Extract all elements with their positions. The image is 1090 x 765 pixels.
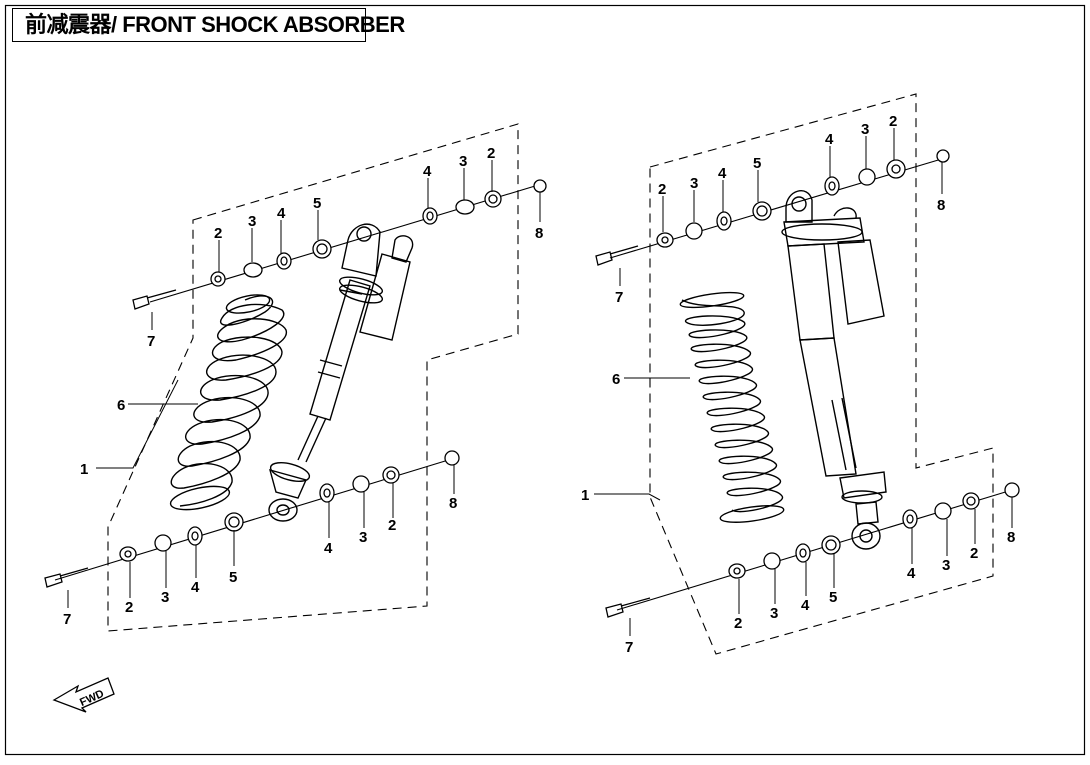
right-bottom-hardware	[605, 482, 1020, 618]
right-top-hardware	[595, 149, 950, 266]
left-top-washer-3b	[455, 199, 475, 215]
callout-right-top-r-cap: 2	[889, 113, 897, 130]
callout-left-spring: 6	[117, 397, 125, 414]
page-title: 前减震器/ FRONT SHOCK ABSORBER	[12, 8, 405, 42]
callout-left-top-nut: 8	[535, 225, 543, 242]
left-spring	[169, 294, 287, 511]
right-leaders	[594, 128, 1013, 636]
callout-left-top-washer-c: 4	[277, 205, 286, 222]
callout-left-bot-bolt: 7	[63, 611, 71, 628]
right-bottom-axis	[616, 489, 1013, 611]
right-damper	[781, 190, 887, 550]
callout-right-spring: 6	[612, 371, 620, 388]
left-top-washer-3	[243, 262, 263, 278]
left-top-hardware	[132, 179, 547, 310]
callout-right-top-washer-a: 2	[658, 181, 666, 198]
left-top-washer-2	[210, 271, 226, 287]
callout-right-bot-bushing: 5	[829, 589, 837, 606]
callout-left-top-r-washer: 3	[459, 153, 467, 170]
callout-left-top-washer-a: 2	[214, 225, 222, 242]
left-top-bolt-7	[132, 289, 177, 310]
callout-right-bot-washer-b: 3	[770, 605, 778, 622]
callout-left-bot-washer-a: 2	[125, 599, 133, 616]
left-bot-bolt-7	[44, 567, 89, 588]
callout-left-top-r-bushing: 4	[423, 163, 432, 180]
left-top-washer-4b	[422, 207, 438, 225]
callout-left-bot-r-cap: 2	[388, 517, 396, 534]
left-top-nut-8	[533, 179, 547, 193]
fwd-arrow-icon: FWD	[52, 677, 115, 713]
callout-left-bot-washer-c: 4	[191, 579, 200, 596]
right-callouts: 1 6 7 2 3 4 5 4 3 2 8 7 2 3 4 5 4 3 2 8	[581, 113, 1015, 656]
callout-left-bot-washer-b: 3	[161, 589, 169, 606]
left-bottom-hardware	[44, 450, 460, 588]
callout-left-top-washer-b: 3	[248, 213, 256, 230]
callout-right-bot-washer-a: 2	[734, 615, 742, 632]
outer-frame	[4, 4, 1086, 756]
callout-left-bot-r-washer-c: 4	[324, 540, 333, 557]
callout-left-bot-bushing: 5	[229, 569, 237, 586]
callout-right-assembly: 1	[581, 487, 589, 504]
left-leaders	[67, 160, 541, 608]
callout-right-bot-washer-c: 4	[801, 597, 810, 614]
callout-right-top-washer-c: 4	[718, 165, 727, 182]
callout-left-top-bolt: 7	[147, 333, 155, 350]
callout-right-bot-r-washer-b: 3	[942, 557, 950, 574]
callout-left-bot-r-washer-b: 3	[359, 529, 367, 546]
callout-right-top-bolt: 7	[615, 289, 623, 306]
callout-right-top-nut: 8	[937, 197, 945, 214]
callout-left-top-r-cap: 2	[487, 145, 495, 162]
right-dashed-boundary	[649, 93, 994, 655]
left-top-washer-4	[276, 252, 292, 270]
right-spring	[679, 291, 785, 523]
callout-left-assembly: 1	[80, 461, 88, 478]
callout-left-top-bushing: 5	[313, 195, 321, 212]
left-assembly	[44, 123, 547, 632]
callout-right-top-r-washer-b: 3	[861, 121, 869, 138]
callout-right-top-r-washer-c: 4	[825, 131, 834, 148]
callout-left-bot-nut: 8	[449, 495, 457, 512]
right-assembly	[594, 93, 1020, 655]
callout-right-top-bushing: 5	[753, 155, 761, 172]
left-top-cap-2	[484, 190, 502, 208]
left-damper	[268, 223, 414, 522]
callout-right-bot-bolt: 7	[625, 639, 633, 656]
left-callouts: 1 6 7 2 3 4 5 4 3 2 8 7 2 3 4 5 4 3 2 8	[63, 145, 543, 628]
callout-right-bot-nut: 8	[1007, 529, 1015, 546]
callout-right-bot-r-washer-c: 4	[907, 565, 916, 582]
callout-right-bot-r-cap: 2	[970, 545, 978, 562]
left-top-bushing-5	[312, 239, 332, 259]
callout-right-top-washer-b: 3	[690, 175, 698, 192]
left-dashed-boundary	[107, 123, 519, 632]
